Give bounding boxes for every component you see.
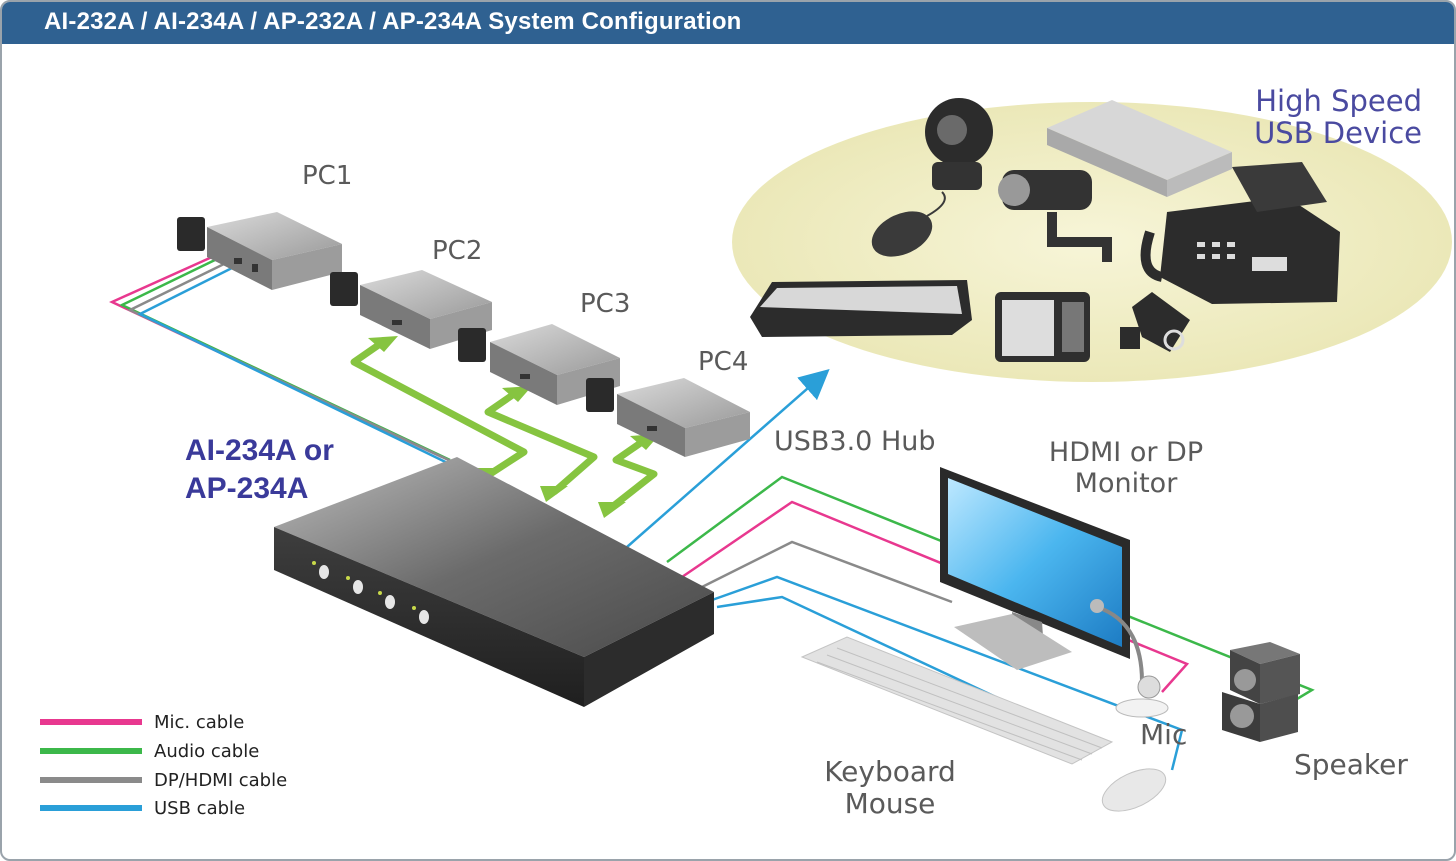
kvm-switch [274, 457, 714, 707]
switch-label-line1: AI-234A or [185, 434, 334, 467]
pc3-label: PC3 [580, 289, 630, 319]
diagram-title: AI-232A / AI-234A / AP-232A / AP-234A Sy… [44, 8, 742, 35]
monitor-device [940, 467, 1130, 670]
mic-label: Mic [1140, 718, 1187, 751]
pc4-device [586, 378, 750, 457]
mouse-label: Mouse [845, 787, 936, 820]
legend-label-mic: Mic. cable [154, 712, 244, 733]
switch-label-line2: AP-234A [185, 472, 308, 505]
usb-device-label-line1: High Speed [1255, 84, 1422, 118]
usb-hub-arrow [626, 369, 830, 548]
keyboard-device [800, 636, 1114, 765]
mouse-device [1101, 768, 1167, 812]
legend-label-video: DP/HDMI cable [154, 770, 287, 791]
webcam-icon [925, 98, 993, 190]
speaker-device [1222, 642, 1300, 742]
usb-device-label-line2: USB Device [1254, 116, 1422, 150]
speaker-label: Speaker [1294, 748, 1408, 781]
legend: Mic. cable Audio cable DP/HDMI cable USB… [40, 712, 287, 819]
pc1-label: PC1 [302, 161, 352, 191]
usb-flash-drive-icon [1120, 292, 1190, 352]
dvr-box-icon [1047, 100, 1232, 197]
mouse-icon [871, 191, 946, 257]
link-arrows [350, 341, 658, 510]
mic-device [1090, 599, 1169, 718]
keyboard-label: Keyboard [824, 755, 956, 788]
usb-keyboard-icon [750, 280, 972, 337]
pc1-cables [109, 255, 463, 472]
monitor-label-line2: Monitor [1075, 468, 1179, 499]
card-reader-icon [995, 292, 1090, 362]
legend-label-audio: Audio cable [154, 741, 259, 762]
monitor-label-line1: HDMI or DP [1049, 437, 1203, 468]
pc1-device [177, 212, 342, 290]
usb-hub-label: USB3.0 Hub [774, 426, 936, 457]
pc4-label: PC4 [698, 347, 748, 377]
pc2-device [330, 270, 492, 349]
pc2-label: PC2 [432, 236, 482, 266]
fax-machine-icon [1140, 162, 1340, 304]
title-bar: AI-232A / AI-234A / AP-232A / AP-234A Sy… [2, 2, 1454, 44]
security-camera-icon [998, 170, 1112, 262]
legend-label-usb: USB cable [154, 798, 245, 819]
